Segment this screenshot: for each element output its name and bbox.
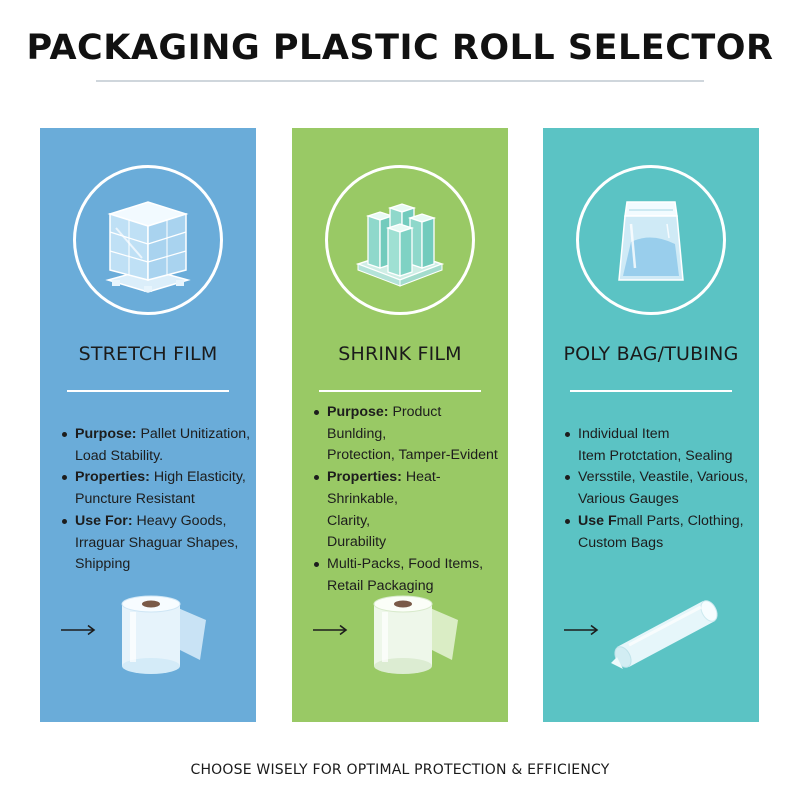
list-item: Use For: Heavy Goods,Irraguar Shaguar Sh… bbox=[62, 511, 252, 576]
shrink-film-panel: SHRINK FILM Purpose: Product Bunlding,Pr… bbox=[292, 128, 508, 722]
shrink-film-details: Purpose: Product Bunlding,Protection, Ta… bbox=[314, 402, 504, 597]
film-roll-icon bbox=[121, 595, 206, 674]
wrapped-pallet-icon bbox=[73, 165, 223, 315]
list-item: Purpose: Pallet Unitization,Load Stabili… bbox=[62, 424, 252, 467]
film-roll-icon bbox=[373, 595, 458, 674]
poly-bag-icon bbox=[576, 165, 726, 315]
stretch-film-details: Purpose: Pallet Unitization,Load Stabili… bbox=[62, 424, 252, 576]
title-divider bbox=[96, 80, 704, 82]
list-item: Multi-Packs, Food Items,Retail Packaging bbox=[314, 554, 504, 597]
stretch-film-heading: STRETCH FILM bbox=[78, 343, 218, 365]
arrow-right-icon bbox=[313, 624, 348, 636]
poly-bag-heading: POLY BAG/TUBING bbox=[563, 343, 739, 365]
arrow-right-icon bbox=[564, 624, 599, 636]
list-item: Properties: High Elasticity,Puncture Res… bbox=[62, 467, 252, 510]
shrink-film-heading: SHRINK FILM bbox=[338, 343, 462, 365]
panel-divider bbox=[319, 390, 481, 392]
arrow-right-icon bbox=[61, 624, 96, 636]
footer-tagline: CHOOSE WISELY FOR OPTIMAL PROTECTION & E… bbox=[190, 762, 610, 778]
list-item: Versstile, Veastile, Various,Various Gau… bbox=[565, 467, 755, 510]
panel-divider bbox=[67, 390, 229, 392]
tubing-roll-icon bbox=[611, 600, 718, 669]
list-item: Purpose: Product Bunlding,Protection, Ta… bbox=[314, 402, 504, 467]
bundled-boxes-icon bbox=[325, 165, 475, 315]
panel-divider bbox=[570, 390, 732, 392]
page-title: PACKAGING PLASTIC ROLL SELECTOR bbox=[26, 28, 774, 68]
list-item: Properties: Heat-Shrinkable,Clarity,Dura… bbox=[314, 467, 504, 554]
list-item: Use Fmall Parts, Clothing,Custom Bags bbox=[565, 511, 755, 554]
stretch-film-panel: STRETCH FILM Purpose: Pallet Unitization… bbox=[40, 128, 256, 722]
